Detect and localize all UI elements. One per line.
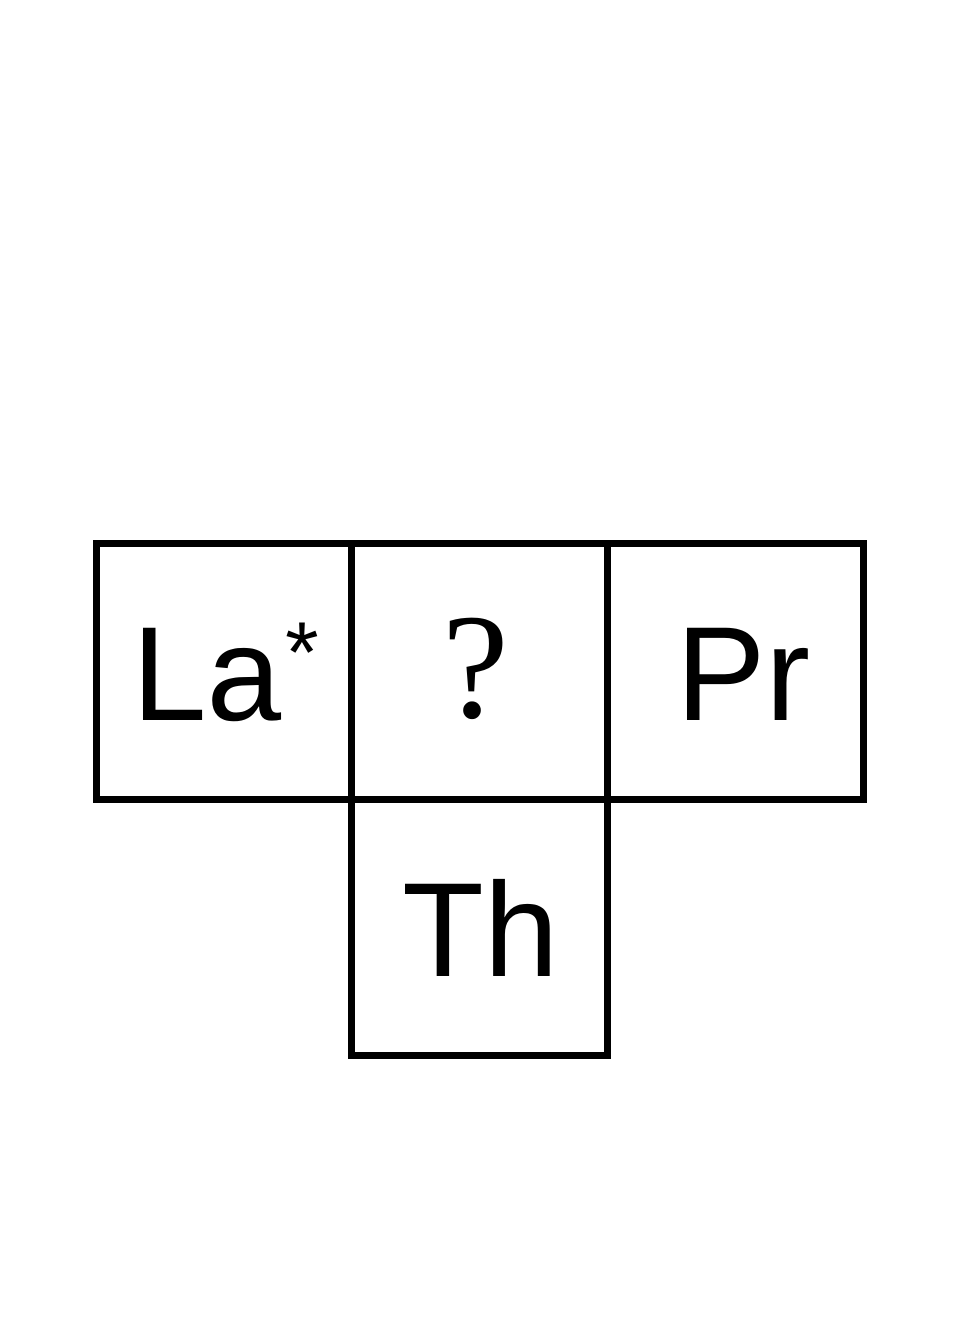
cell-center-symbol: ? — [442, 584, 509, 750]
cell-center — [348, 540, 611, 803]
cell-left-symbol: La* — [132, 608, 319, 742]
cell-bottom — [348, 796, 611, 1059]
cell-right-symbol: Pr — [676, 600, 810, 749]
cell-right — [604, 540, 867, 803]
cell-left — [93, 540, 355, 803]
cell-left-symbol-text: La — [132, 600, 282, 749]
cell-bottom-symbol: Th — [402, 856, 559, 1005]
cell-left-asterisk: * — [285, 605, 319, 701]
